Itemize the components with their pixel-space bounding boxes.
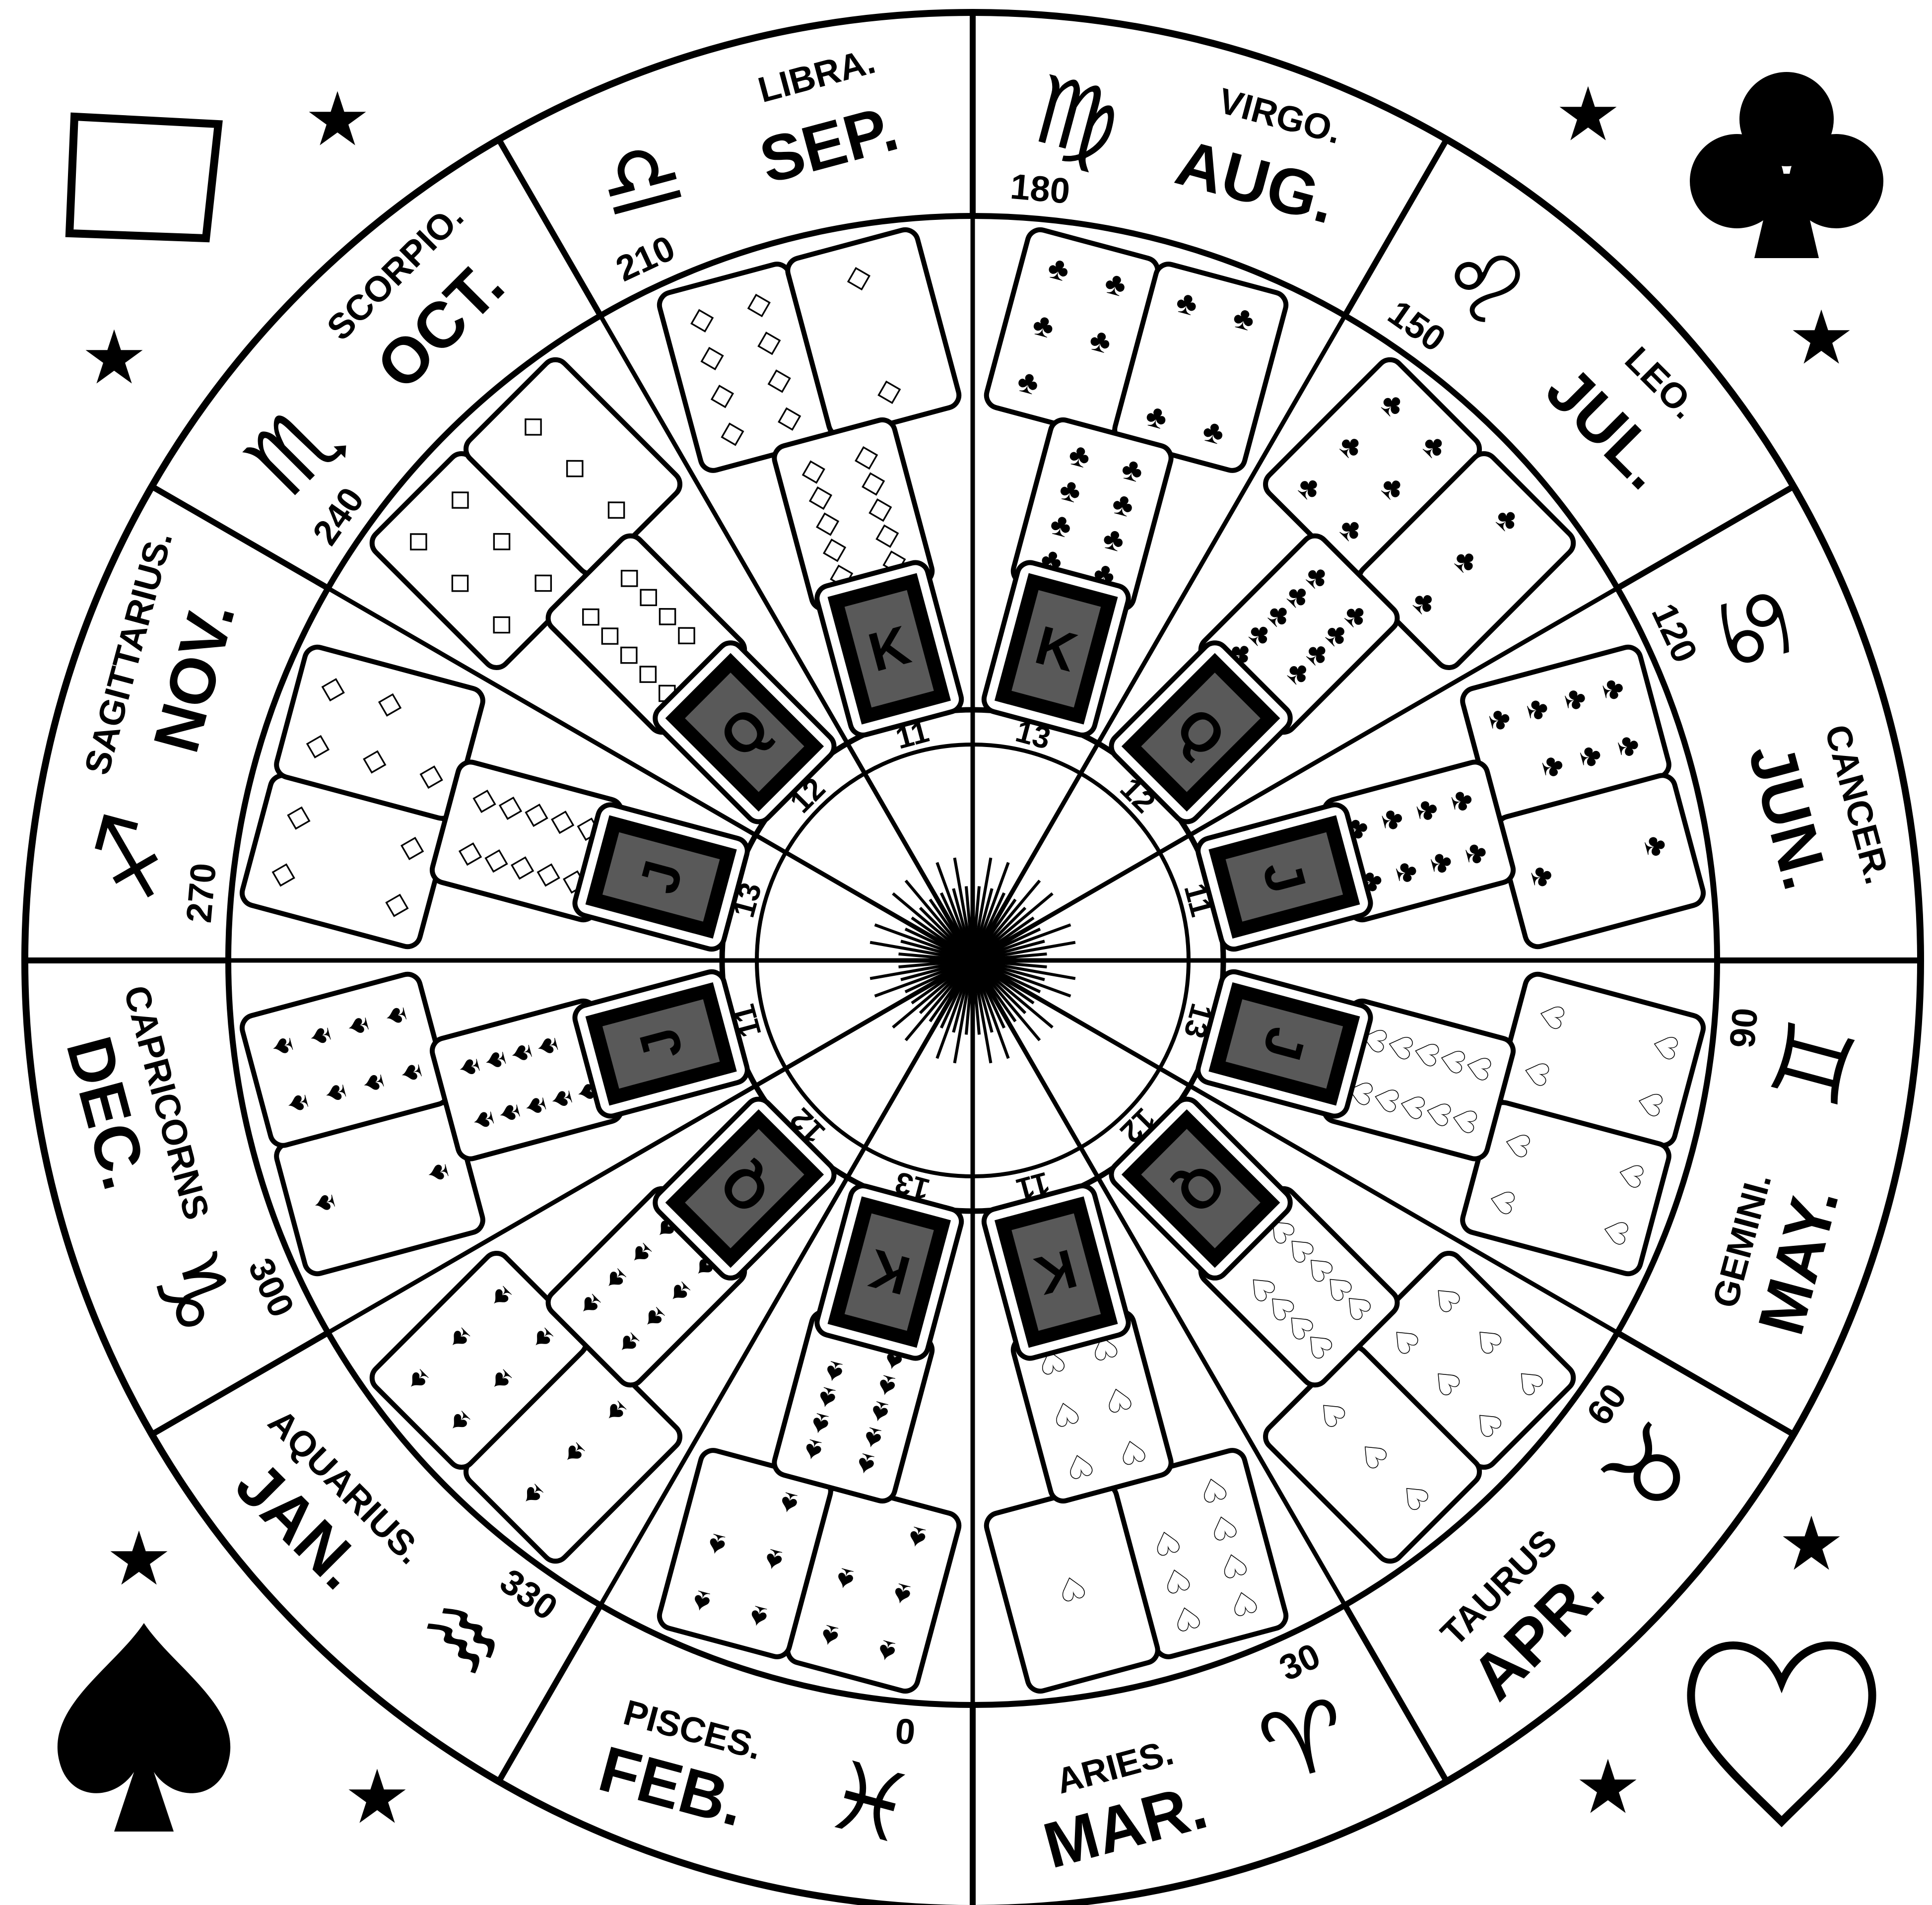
degree-label: 180 [1009,167,1072,211]
star-icon: ★ [1778,1502,1845,1585]
star-icon: ★ [304,77,371,161]
degree-label: 270 [179,862,224,925]
center-dot [959,947,987,974]
star-icon: ★ [1555,72,1621,156]
star-icon: ★ [1788,296,1855,379]
star-icon: ★ [81,316,147,399]
star-icon: ★ [344,1755,410,1838]
degree-label: 90 [1723,1007,1766,1050]
star-icon: ★ [106,1517,172,1600]
degree-label: 0 [894,1711,917,1752]
star-icon: ★ [1575,1745,1641,1829]
diamond-icon [69,117,218,238]
